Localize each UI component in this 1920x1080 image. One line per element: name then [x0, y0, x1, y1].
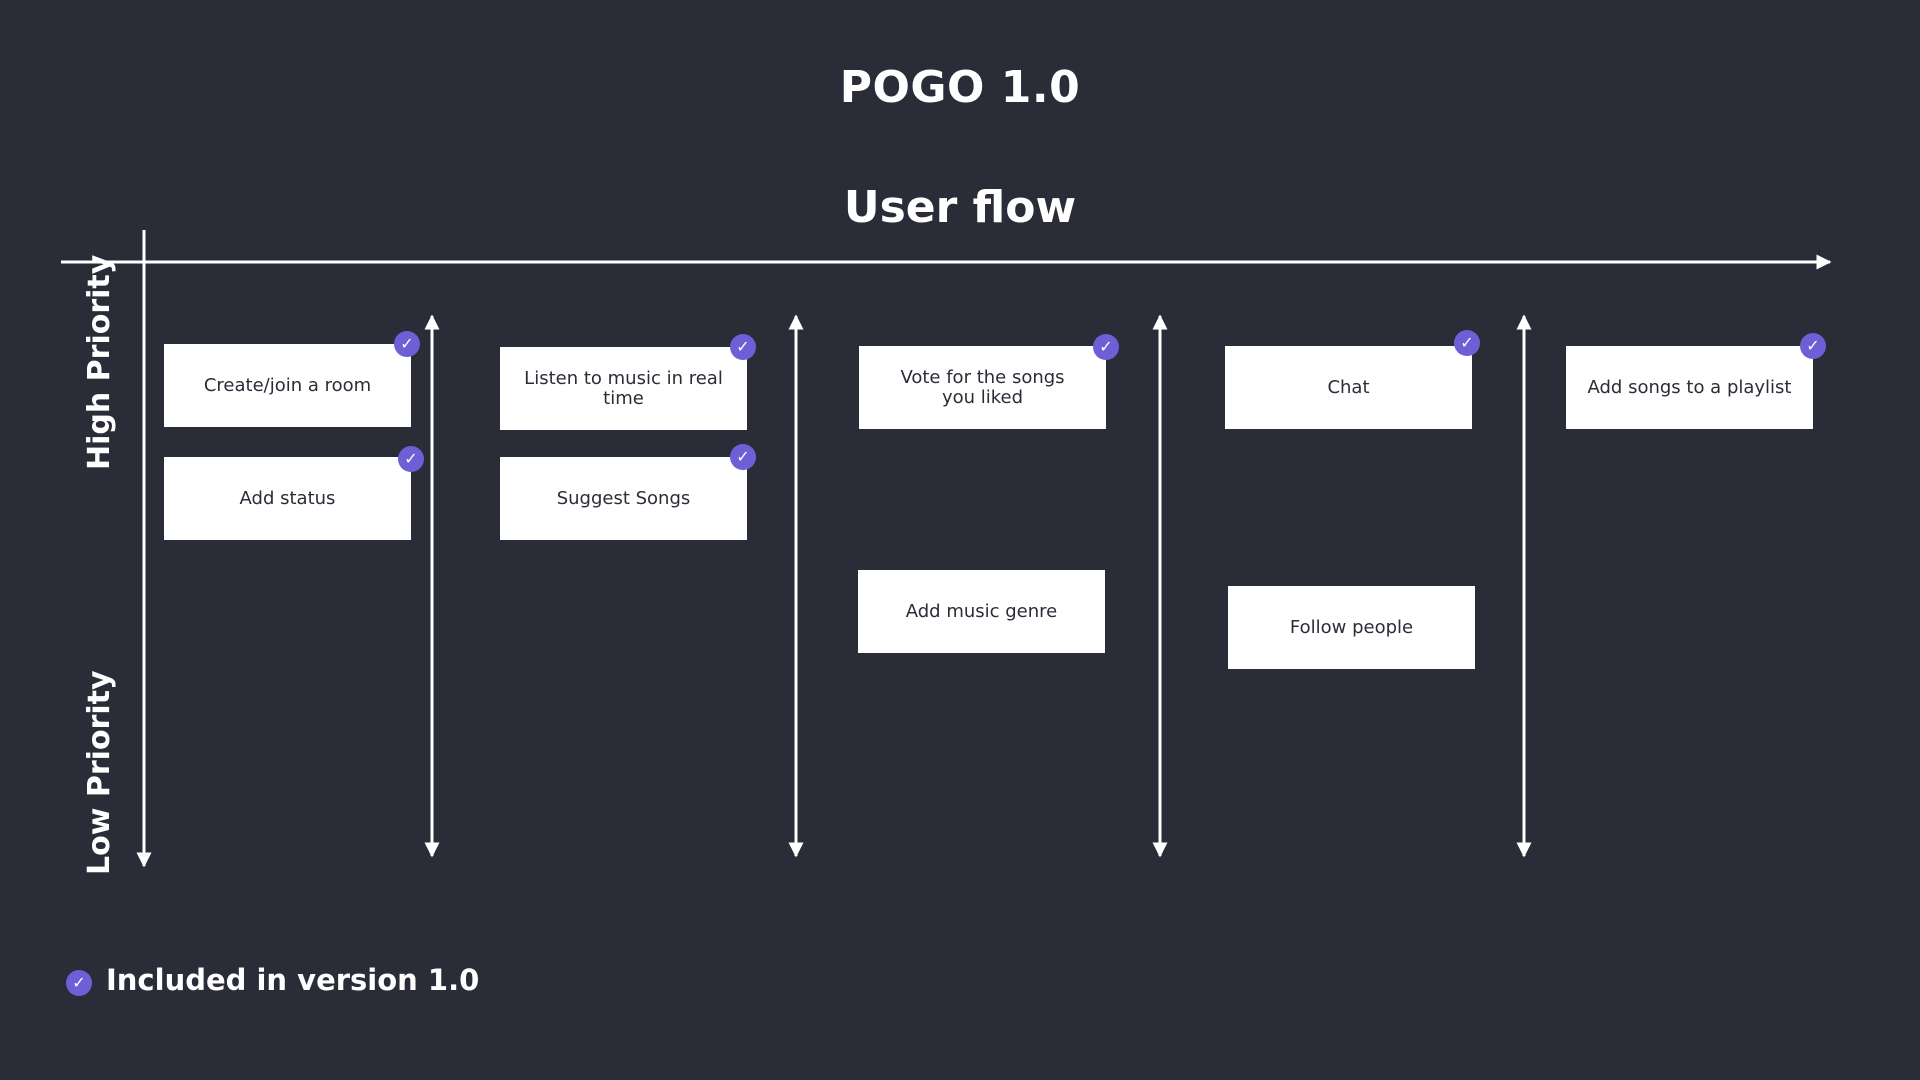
card-label: Create/join a room — [203, 374, 372, 396]
feature-card-chat: Chat — [1225, 346, 1472, 429]
feature-card-create-join-room: Create/join a room — [164, 344, 411, 427]
low-priority-label: Low Priority — [82, 670, 117, 875]
feature-card-add-music-genre: Add music genre — [858, 570, 1105, 653]
check-icon: ✓ — [730, 444, 756, 470]
card-label: Add status — [239, 487, 336, 509]
diagram-subtitle: User flow — [843, 182, 1077, 233]
feature-card-follow-people: Follow people — [1228, 586, 1475, 669]
feature-card-vote-songs: Vote for the songs you liked — [859, 346, 1106, 429]
check-icon: ✓ — [1093, 334, 1119, 360]
card-label: Suggest Songs — [556, 487, 691, 509]
feature-card-add-songs-playlist: Add songs to a playlist — [1566, 346, 1813, 429]
check-icon: ✓ — [730, 334, 756, 360]
check-icon: ✓ — [394, 331, 420, 357]
check-icon: ✓ — [1454, 330, 1480, 356]
high-priority-label: High Priority — [82, 254, 117, 470]
card-label: Chat — [1327, 376, 1370, 398]
feature-card-add-status: Add status — [164, 457, 411, 540]
feature-card-suggest-songs: Suggest Songs — [500, 457, 747, 540]
card-label: Follow people — [1289, 616, 1414, 638]
legend-label: Included in version 1.0 — [106, 963, 480, 997]
card-label: Add songs to a playlist — [1587, 376, 1792, 398]
card-label: Vote for the songs you liked — [900, 366, 1065, 408]
legend-check-icon: ✓ — [66, 970, 92, 996]
check-icon: ✓ — [398, 446, 424, 472]
page-title: POGO 1.0 — [839, 62, 1081, 113]
card-label: Add music genre — [905, 600, 1058, 622]
feature-card-listen-real-time: Listen to music in real time — [500, 347, 747, 430]
card-label: Listen to music in real time — [524, 367, 723, 409]
check-icon: ✓ — [1800, 333, 1826, 359]
